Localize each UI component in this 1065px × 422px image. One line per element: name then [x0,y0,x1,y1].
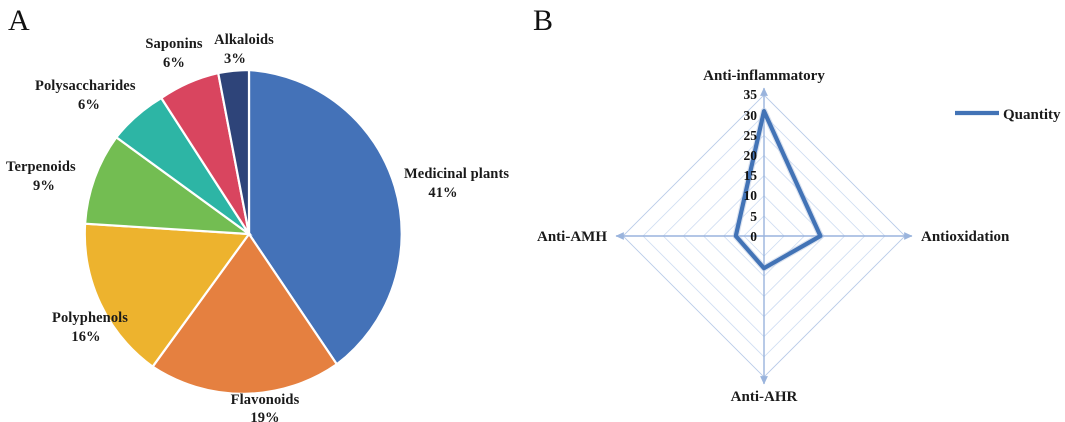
pie-slice-alkaloids[interactable] [216,68,251,235]
radar-axes [615,87,913,385]
radar-tick-30: 30 [744,108,758,123]
pie-slice-flavonoids[interactable] [151,232,339,395]
pie-label-alkaloids: Alkaloids [214,32,274,48]
pie-label-flavonoids: Flavonoids [231,392,300,408]
pie-label-polysaccharides: Polysaccharides [35,78,136,94]
radar-tick-0: 0 [750,229,757,244]
pie-value-saponins: 6% [163,55,185,71]
radar-series-quantity[interactable] [732,107,824,272]
pie-panel: A Medicinal plants [6,4,509,422]
radar-label-anti-inflammatory: Anti-inflammatory [703,68,825,84]
pie-value-terpenoids: 9% [33,178,55,194]
radar-tick-35: 35 [744,87,758,102]
panel-letter-b: B [533,4,554,37]
radar-label-anti-ahr: Anti-AHR [731,389,798,405]
pie-labels: Medicinal plants 41% Flavonoids 19% Poly… [6,32,509,422]
radar-panel: B [533,0,1065,422]
pie-slice-terpenoids[interactable] [83,135,253,236]
radar-tick-15: 15 [744,168,758,183]
pie-label-polyphenols: Polyphenols [52,310,128,326]
pie-label-terpenoids: Terpenoids [6,159,76,175]
pie-value-polyphenols: 16% [71,329,100,345]
radar-tick-5: 5 [750,209,757,224]
pie-slice-group [83,68,403,395]
pie-label-saponins: Saponins [145,36,202,52]
pie-slice-polyphenols[interactable] [83,222,252,369]
pie-slice-medicinal-plants[interactable] [247,68,403,366]
pie-chart: Medicinal plants 41% Flavonoids 19% Poly… [6,32,509,422]
legend-label-quantity: Quantity [1003,107,1061,123]
radar-tick-20: 20 [744,148,758,163]
radar-chart: 0 5 10 15 20 25 30 35 Anti-inflammatory … [537,68,1061,405]
pie-value-medicinal-plants: 41% [428,185,457,201]
pie-value-polysaccharides: 6% [78,97,100,113]
radar-tick-10: 10 [744,188,758,203]
pie-value-alkaloids: 3% [224,51,246,67]
radar-label-antioxidation: Antioxidation [921,229,1010,245]
radar-tick-labels: 0 5 10 15 20 25 30 35 [744,87,758,244]
radar-label-anti-amh: Anti-AMH [537,229,607,245]
radar-category-labels: Anti-inflammatory Antioxidation Anti-AHR… [537,68,1010,405]
radar-series-line[interactable] [733,108,823,271]
radar-legend[interactable]: Quantity [955,107,1061,123]
pie-label-medicinal-plants: Medicinal plants [404,166,509,182]
radar-tick-25: 25 [744,128,758,143]
pie-value-flavonoids: 19% [250,410,279,422]
panel-letter-a: A [8,4,30,37]
